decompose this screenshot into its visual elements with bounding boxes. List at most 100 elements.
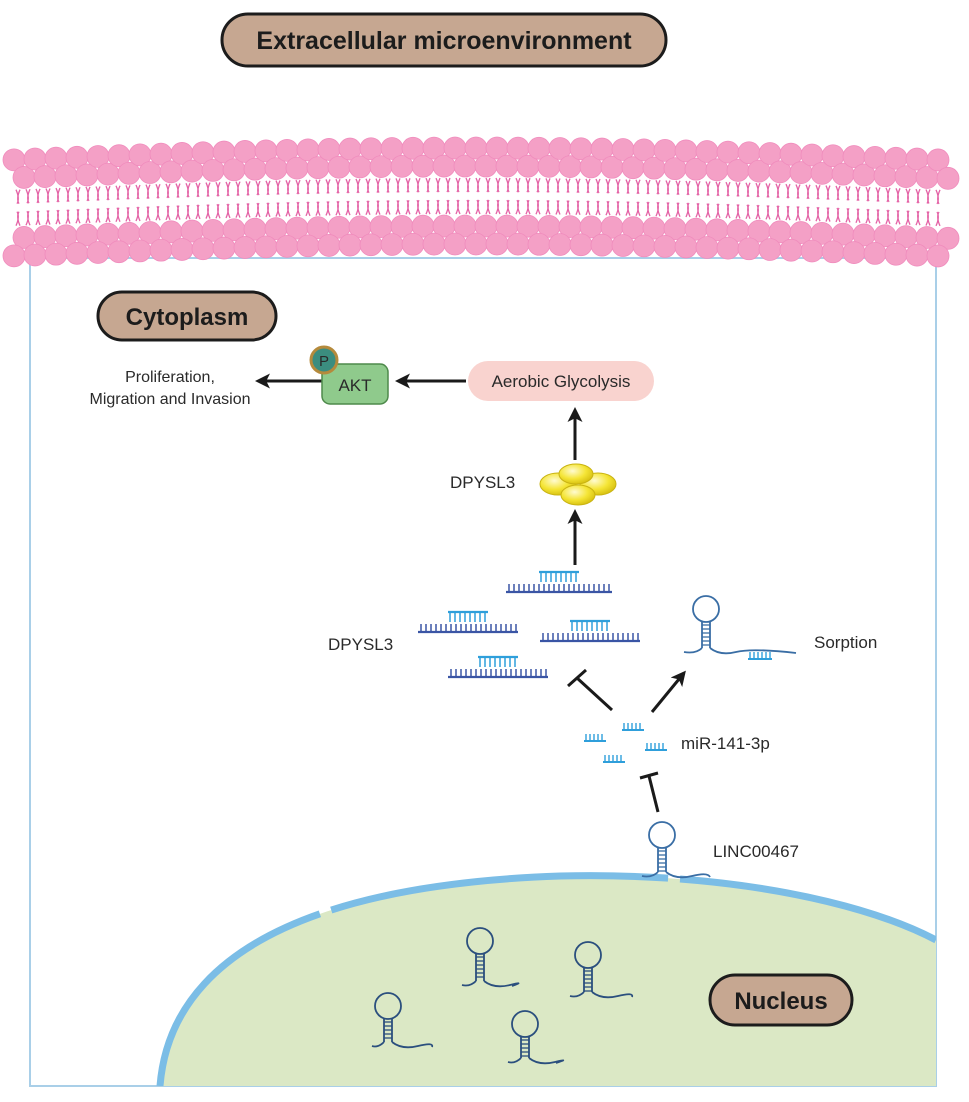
lipid-tail [557, 178, 561, 193]
lipid-tail [637, 179, 641, 195]
lipid-head [233, 236, 257, 259]
lipid-tail [407, 178, 411, 193]
lipid-tail [377, 178, 381, 193]
dpysl3-protein-icon [539, 463, 617, 506]
lipid-tail [667, 180, 671, 195]
lipid-tail [807, 184, 811, 200]
lipid-tail [357, 178, 361, 194]
lipid-tail [837, 207, 841, 223]
lipid-tail [227, 181, 231, 197]
lipid-tail [117, 185, 121, 201]
lipid-tail [107, 185, 111, 201]
mrna-duplex [540, 619, 640, 643]
lipid-tail [857, 208, 861, 223]
lipid-head [44, 242, 68, 266]
lipid-tail [137, 206, 141, 222]
phosphate-circle [309, 345, 339, 375]
lipid-head [527, 232, 551, 256]
lipid-tail [477, 199, 481, 215]
lipid-tail [647, 201, 651, 217]
lipid-tail [737, 204, 741, 219]
lipid-tail [67, 209, 71, 224]
lipid-tail [587, 178, 591, 194]
lipid-tail [827, 185, 831, 200]
lipid-tail [747, 182, 751, 198]
lipid-head [443, 232, 467, 256]
lipid-tail [867, 208, 871, 224]
lipid-tail [337, 200, 341, 216]
lipid-head [401, 232, 425, 256]
cytoplasm-pill-shape [96, 290, 278, 342]
nucleus [156, 872, 936, 1086]
lipid-tail [467, 199, 471, 215]
inhibition-mirna-to-mrna [567, 668, 614, 712]
sorption-hairpin-icon [683, 595, 797, 660]
proliferation-label-line2: Migration and Invasion [90, 391, 251, 408]
lipid-head [926, 148, 950, 172]
dpysl3-mrna-group [418, 570, 640, 679]
lipid-tail [57, 187, 61, 203]
lipid-tail [777, 183, 781, 199]
lipid-head [632, 234, 656, 258]
lipid-tail [97, 208, 101, 223]
lipid-head [905, 243, 929, 267]
linc00467-hairpin [641, 821, 711, 879]
lipid-tail [467, 177, 471, 193]
inhibition-lncrna-to-mirna [639, 771, 660, 813]
mirna-fragment [645, 743, 667, 751]
lipid-tail [767, 183, 771, 198]
extracellular-title: Extracellular microenvironment [256, 27, 632, 55]
lipid-tail [157, 205, 161, 221]
dpysl3-protein-label: DPYSL3 [450, 473, 515, 492]
lipid-head [191, 237, 215, 261]
lipid-tail [437, 199, 441, 215]
lipid-tail [187, 182, 191, 198]
lipid-tail [917, 188, 921, 204]
lipid-tail [87, 186, 91, 202]
lipid-tail [537, 178, 541, 193]
lipid-tail [487, 199, 491, 215]
lipid-head [23, 243, 47, 267]
mrna-duplex [448, 655, 548, 679]
lipid-tail [127, 185, 131, 200]
lipid-tail [447, 177, 451, 193]
lipid-head [548, 233, 572, 256]
lipid-tail [607, 178, 611, 194]
lipid-head [359, 233, 383, 257]
lipid-tail [357, 200, 361, 216]
lipid-tail [807, 206, 811, 222]
lipid-tail [667, 202, 671, 217]
lipid-tail [517, 177, 521, 193]
lipid-head [936, 226, 960, 250]
lipid-tail [57, 209, 61, 225]
lipid-tail [137, 184, 141, 200]
lipid-tail [607, 200, 611, 216]
lipid-tail [717, 203, 721, 219]
lipid-head [506, 232, 530, 256]
lipid-tail [797, 206, 801, 221]
lipid-tail [547, 200, 551, 215]
lipid-head [926, 244, 950, 268]
lipid-head [590, 233, 614, 257]
nuclear-lncrna-icon [507, 1010, 565, 1065]
lipid-tail [487, 177, 491, 193]
nuclear-lncrna-icon [461, 927, 520, 988]
lipid-tail [247, 181, 251, 196]
lipid-tail [597, 178, 601, 194]
lipid-head [936, 166, 960, 190]
sorption-label: Sorption [814, 633, 877, 652]
lipid-head [611, 234, 635, 257]
lipid-tail [567, 178, 571, 193]
lipid-tail [927, 211, 931, 226]
lipid-tail [217, 181, 221, 197]
sorption-complex [683, 595, 797, 660]
lipid-tail [67, 187, 71, 202]
lipid-tail [907, 188, 911, 204]
lipid-tail [307, 179, 311, 195]
lipid-tail [857, 186, 861, 202]
lipid-tail [627, 201, 631, 216]
lipid-tail [497, 177, 501, 193]
lipid-head [569, 233, 593, 257]
extracellular-title-pill: Extracellular microenvironment [220, 12, 668, 68]
lipid-head [380, 233, 404, 256]
